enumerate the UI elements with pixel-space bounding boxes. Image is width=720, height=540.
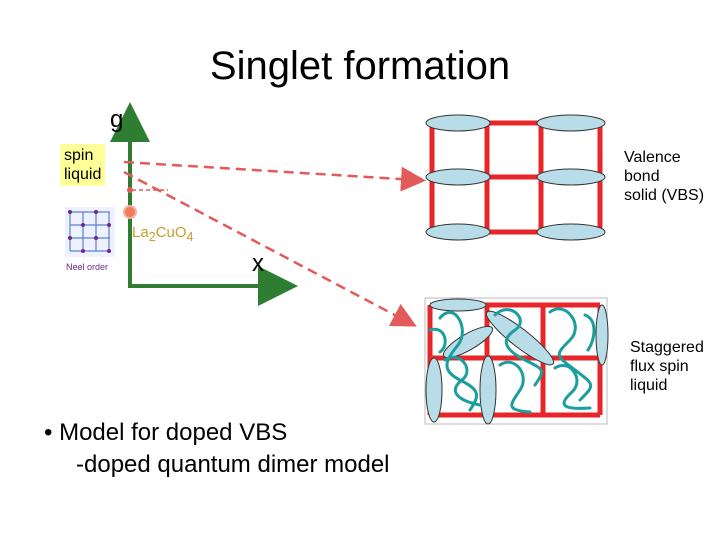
neel-order-inset: [65, 207, 115, 257]
arrow-to-vbs: [123, 160, 426, 192]
dimer: [536, 168, 606, 186]
bullet-dimer-model: -doped quantum dimer model: [76, 451, 390, 478]
dimer: [425, 168, 491, 186]
slide-title: Singlet formation: [209, 44, 511, 88]
la2cuo4-point: [123, 205, 137, 219]
critical-point: [127, 187, 133, 193]
vbs-lattice: [425, 114, 606, 241]
flux-lattice: [424, 297, 609, 425]
g-axis-label: g: [110, 106, 124, 133]
bullet-model: • Model for doped VBS: [44, 419, 288, 446]
dimer: [536, 223, 606, 241]
staggered-flux-label: Staggered flux spin liquid: [630, 339, 704, 394]
x-axis-label: x: [252, 250, 264, 277]
dimer: [425, 114, 491, 132]
neel-order-label: Neel order: [66, 262, 109, 272]
vbs-label: Valence bond solid (VBS): [624, 149, 705, 204]
dimer: [536, 114, 606, 132]
spin-liquid-label: spin liquid: [60, 144, 106, 186]
dimer: [425, 223, 491, 241]
la2cuo4-label: La2CuO4: [132, 224, 194, 244]
arrow-to-flux: [123, 170, 417, 327]
